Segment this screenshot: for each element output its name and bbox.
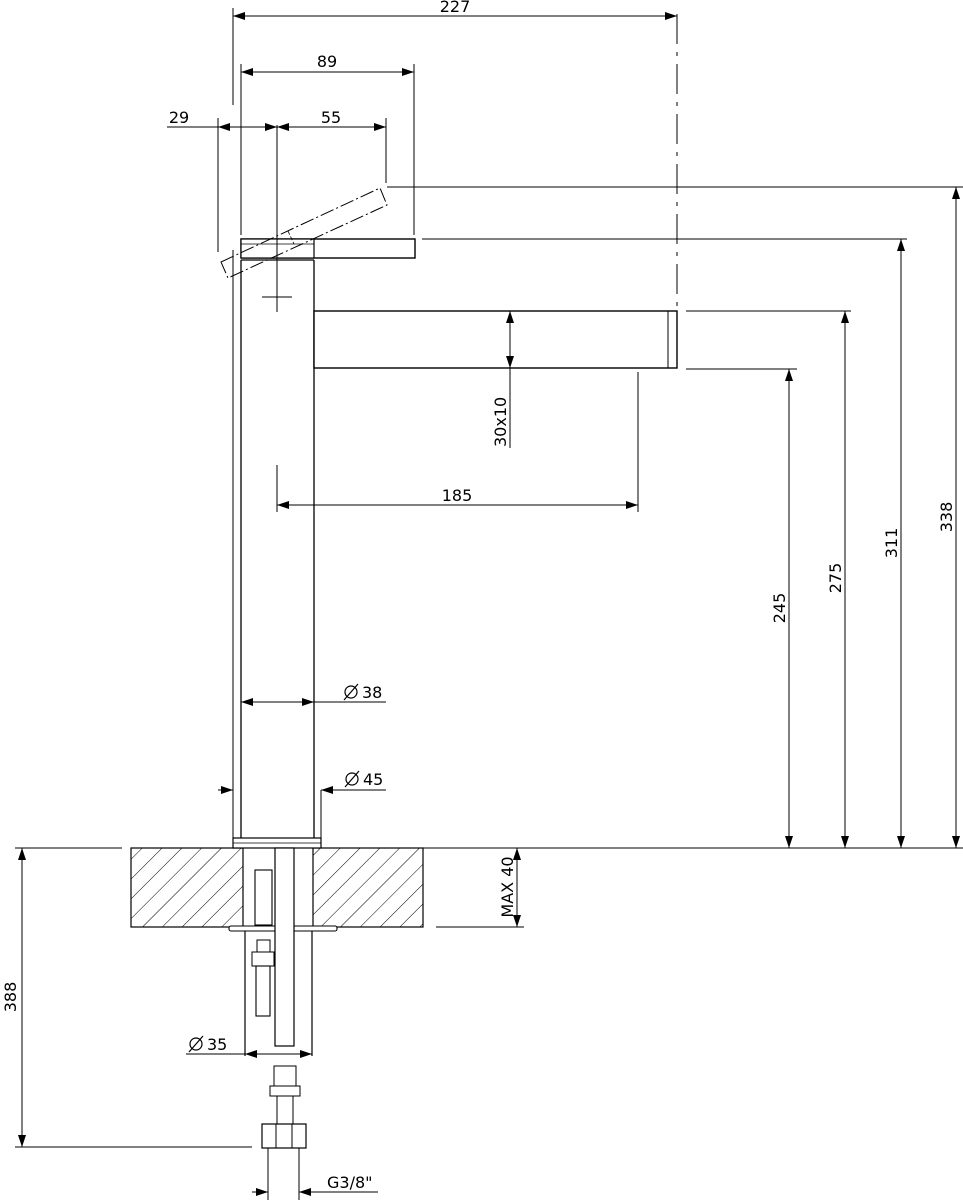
dim-label-35: 35 xyxy=(207,1035,227,1054)
diameter-symbol xyxy=(343,683,359,701)
height-extension-lines xyxy=(15,186,963,928)
dim-label-245: 245 xyxy=(770,593,789,624)
dimension-shank-diameter: 35 xyxy=(186,1035,312,1058)
dimension-thread-size: G3/8" xyxy=(252,1173,378,1196)
diameter-symbol xyxy=(188,1035,204,1053)
dim-label-388: 388 xyxy=(1,982,20,1013)
dim-label-227: 227 xyxy=(440,0,471,16)
dim-label-55: 55 xyxy=(321,108,341,127)
dimension-lifted-handle-height: 338 xyxy=(937,187,960,848)
dimension-base-diameter: 45 xyxy=(218,770,386,838)
dim-label-45: 45 xyxy=(363,770,383,789)
dimension-outlet-height: 245 xyxy=(770,369,793,848)
pivot-crosshair xyxy=(262,125,292,312)
dimension-spout-section: 30x10 xyxy=(491,311,514,448)
dim-label-275: 275 xyxy=(826,563,845,594)
dimension-total-width: 227 xyxy=(232,0,677,105)
diameter-symbol xyxy=(344,770,360,788)
dimension-handle-height: 311 xyxy=(882,239,905,848)
spout xyxy=(313,310,678,369)
handle-lever-lifted xyxy=(220,187,388,279)
dimension-body-diameter: 38 xyxy=(241,683,386,706)
dimension-spout-reach: 185 xyxy=(276,372,639,512)
dimension-handle-lift: 29 55 xyxy=(167,108,387,252)
dim-label-30x10: 30x10 xyxy=(491,397,510,447)
dimension-under-counter-length: 388 xyxy=(1,848,252,1148)
dimension-handle-reach: 89 xyxy=(240,52,415,235)
dimension-spout-top-height: 275 xyxy=(826,311,849,848)
mounting-hardware xyxy=(228,847,338,1200)
handle-lever xyxy=(240,238,416,259)
dim-label-311: 311 xyxy=(882,528,901,559)
dimension-counter-thickness: MAX 40 xyxy=(498,848,521,927)
dim-label-g38: G3/8" xyxy=(327,1173,373,1192)
dim-label-185: 185 xyxy=(442,486,473,505)
dim-label-29: 29 xyxy=(169,108,189,127)
dim-label-max40: MAX 40 xyxy=(498,856,517,917)
dim-label-38: 38 xyxy=(362,683,382,702)
dim-label-338: 338 xyxy=(937,502,956,533)
faucet-body xyxy=(232,250,322,849)
dim-label-89: 89 xyxy=(317,52,337,71)
